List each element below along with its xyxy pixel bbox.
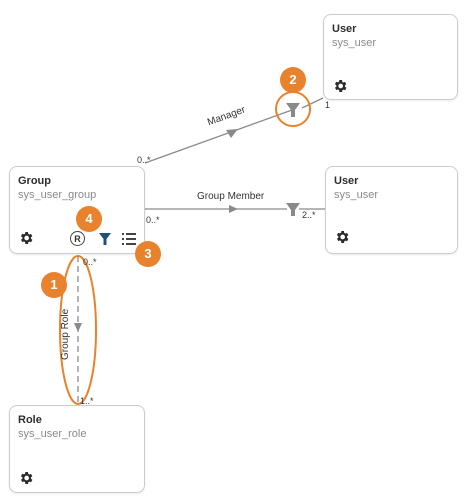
user-node-manager[interactable]: User sys_user <box>323 14 458 100</box>
manager-target-multiplicity: 1 <box>325 100 331 110</box>
list-icon[interactable] <box>122 233 136 245</box>
node-name: User <box>332 23 357 35</box>
manager-edge[interactable] <box>144 109 293 164</box>
filter-icon[interactable] <box>98 232 112 246</box>
manager-arrow-icon <box>226 129 238 138</box>
callout-badge-1: 1 <box>41 272 67 298</box>
node-name: User <box>334 175 359 187</box>
group-role-arrow-icon <box>74 323 82 332</box>
node-table-name: sys_user_role <box>18 428 87 440</box>
callout-ring-1 <box>59 255 97 405</box>
role-node[interactable]: Role sys_user_role <box>9 405 145 493</box>
group-member-edge-label: Group Member <box>197 191 265 202</box>
node-table-name: sys_user <box>334 189 379 201</box>
group-role-edge-label: Group Role <box>60 308 71 360</box>
manager-filter-icon[interactable] <box>286 103 300 117</box>
gear-icon[interactable] <box>18 470 34 486</box>
user-node-member[interactable]: User sys_user <box>325 166 458 254</box>
gear-icon[interactable] <box>332 78 348 94</box>
gear-icon[interactable] <box>334 229 350 245</box>
reference-r-button[interactable]: R <box>70 231 85 246</box>
gear-icon[interactable] <box>18 230 34 246</box>
manager-source-multiplicity: 0..* <box>137 155 151 165</box>
callout-badge-2: 2 <box>280 67 306 93</box>
group-member-source-multiplicity: 0..* <box>146 215 160 225</box>
node-name: Group <box>18 175 51 187</box>
node-table-name: sys_user_group <box>18 189 97 201</box>
group-node[interactable]: Group sys_user_group R <box>9 166 145 254</box>
group-role-target-multiplicity: 1..* <box>80 396 94 406</box>
callout-badge-3: 3 <box>135 241 161 267</box>
group-role-source-multiplicity: 0..* <box>83 257 97 267</box>
node-name: Role <box>18 414 42 426</box>
manager-edge-tail <box>301 97 324 109</box>
group-member-filter-icon[interactable] <box>286 203 300 216</box>
callout-badge-4: 4 <box>76 206 102 232</box>
node-table-name: sys_user <box>332 37 377 49</box>
group-member-arrow-icon <box>229 205 238 213</box>
group-member-target-multiplicity: 2..* <box>302 210 316 220</box>
